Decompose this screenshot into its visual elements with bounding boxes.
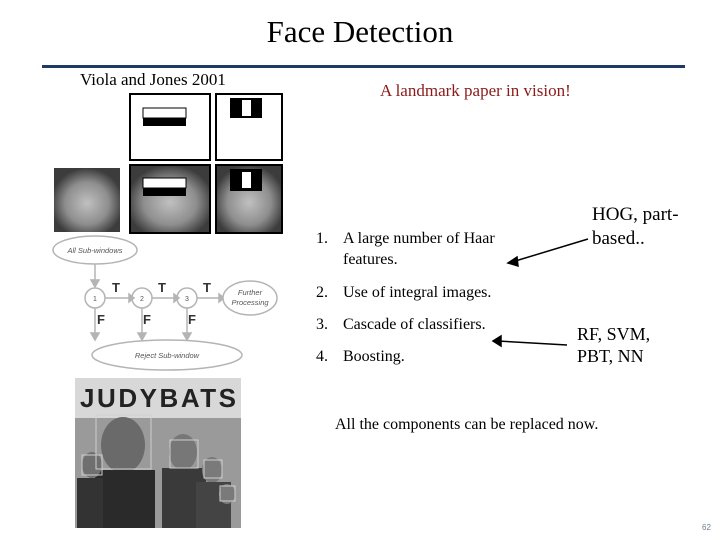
further-processing-label-2: Processing <box>231 298 269 307</box>
hog-arrow <box>511 238 589 263</box>
reject-subwindow-label: Reject Sub-window <box>135 351 200 360</box>
detection-box-1 <box>95 414 152 470</box>
hog-note: HOG, part- based.. <box>592 203 679 251</box>
list-item-2: 2. Use of integral images. <box>316 282 491 303</box>
hog-note-line-1: HOG, part- <box>592 204 679 225</box>
list-number: 4. <box>316 348 328 365</box>
stage-3-label: 3 <box>185 296 189 303</box>
false-label-2: F <box>143 312 151 327</box>
list-number: 3. <box>316 316 328 333</box>
list-text: Boosting. <box>343 348 405 365</box>
title-underline <box>42 65 685 68</box>
hog-note-line-2: based.. <box>592 228 645 249</box>
further-processing-ellipse <box>222 280 278 316</box>
list-number: 2. <box>316 284 328 301</box>
face-with-vertical-feature <box>215 164 283 234</box>
list-number: 1. <box>316 230 328 247</box>
rf-note-line-1: RF, SVM, <box>577 324 651 344</box>
face-with-horizontal-feature <box>129 164 211 234</box>
false-label-1: F <box>97 312 105 327</box>
components-note: All the components can be replaced now. <box>335 416 599 433</box>
true-label-2: T <box>158 280 166 295</box>
detection-box-5 <box>219 485 236 502</box>
page-number: 62 <box>702 523 711 532</box>
list-text: Use of integral images. <box>343 284 492 301</box>
slide-subtitle: Viola and Jones 2001 <box>80 70 226 89</box>
detection-box-4 <box>203 459 223 479</box>
list-text: Cascade of classifiers. <box>343 316 486 333</box>
list-item-1: 1. A large number of Haar features. <box>316 228 495 270</box>
stage-2-label: 2 <box>140 296 144 303</box>
all-subwindows-label: All Sub-windows <box>66 246 122 255</box>
reject-subwindow-ellipse <box>91 339 243 371</box>
true-label-1: T <box>112 280 120 295</box>
true-label-3: T <box>203 280 211 295</box>
rf-note: RF, SVM, PBT, NN <box>577 323 650 367</box>
list-text: A large number of Haar <box>343 230 495 247</box>
list-item-3: 3. Cascade of classifiers. <box>316 314 486 335</box>
detection-box-3 <box>81 454 103 476</box>
list-text-continued: features. <box>343 251 398 268</box>
further-processing-label-1: Further <box>238 288 263 297</box>
rf-arrow <box>496 340 568 346</box>
rf-note-line-2: PBT, NN <box>577 346 644 366</box>
haar-feature-horizontal <box>129 93 211 161</box>
stage-1-label: 1 <box>93 296 97 303</box>
haar-feature-vertical <box>215 93 283 161</box>
false-label-3: F <box>188 312 196 327</box>
face-thumbnail <box>54 168 120 232</box>
detection-box-2 <box>169 439 199 469</box>
landmark-note: A landmark paper in vision! <box>380 81 571 100</box>
slide-title: Face Detection <box>266 14 454 49</box>
list-item-4: 4. Boosting. <box>316 346 405 367</box>
